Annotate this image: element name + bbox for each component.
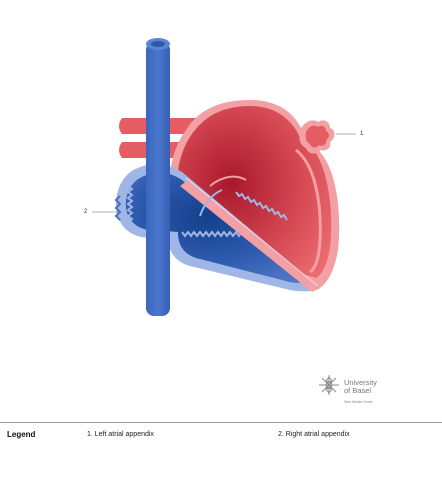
- left-heart: [169, 100, 340, 288]
- legend-item-1: 1. Left atrial appendix: [87, 431, 154, 438]
- logo-name-line-2: of Basel: [344, 386, 372, 395]
- callout-number-2: 2: [84, 209, 88, 215]
- logo-subtitle: New Media Center: [344, 400, 373, 404]
- legend-item-2: 2. Right atrial appendix: [278, 431, 350, 438]
- legend-divider: [0, 422, 442, 423]
- university-logo: University of Basel New Media Center: [318, 374, 398, 414]
- interventricular-septum: [180, 180, 320, 292]
- logo-name-line-1: University: [344, 378, 377, 387]
- university-of-basel-emblem-icon: [319, 375, 339, 395]
- vena-cava: [146, 38, 170, 316]
- valve-leaflets: [199, 175, 247, 217]
- callout-number-1: 1: [360, 131, 364, 137]
- legend-title: Legend: [7, 430, 36, 439]
- left-atrial-appendix: [299, 120, 335, 154]
- septum-edge: [185, 177, 319, 287]
- right-atrial-appendix: [114, 195, 122, 221]
